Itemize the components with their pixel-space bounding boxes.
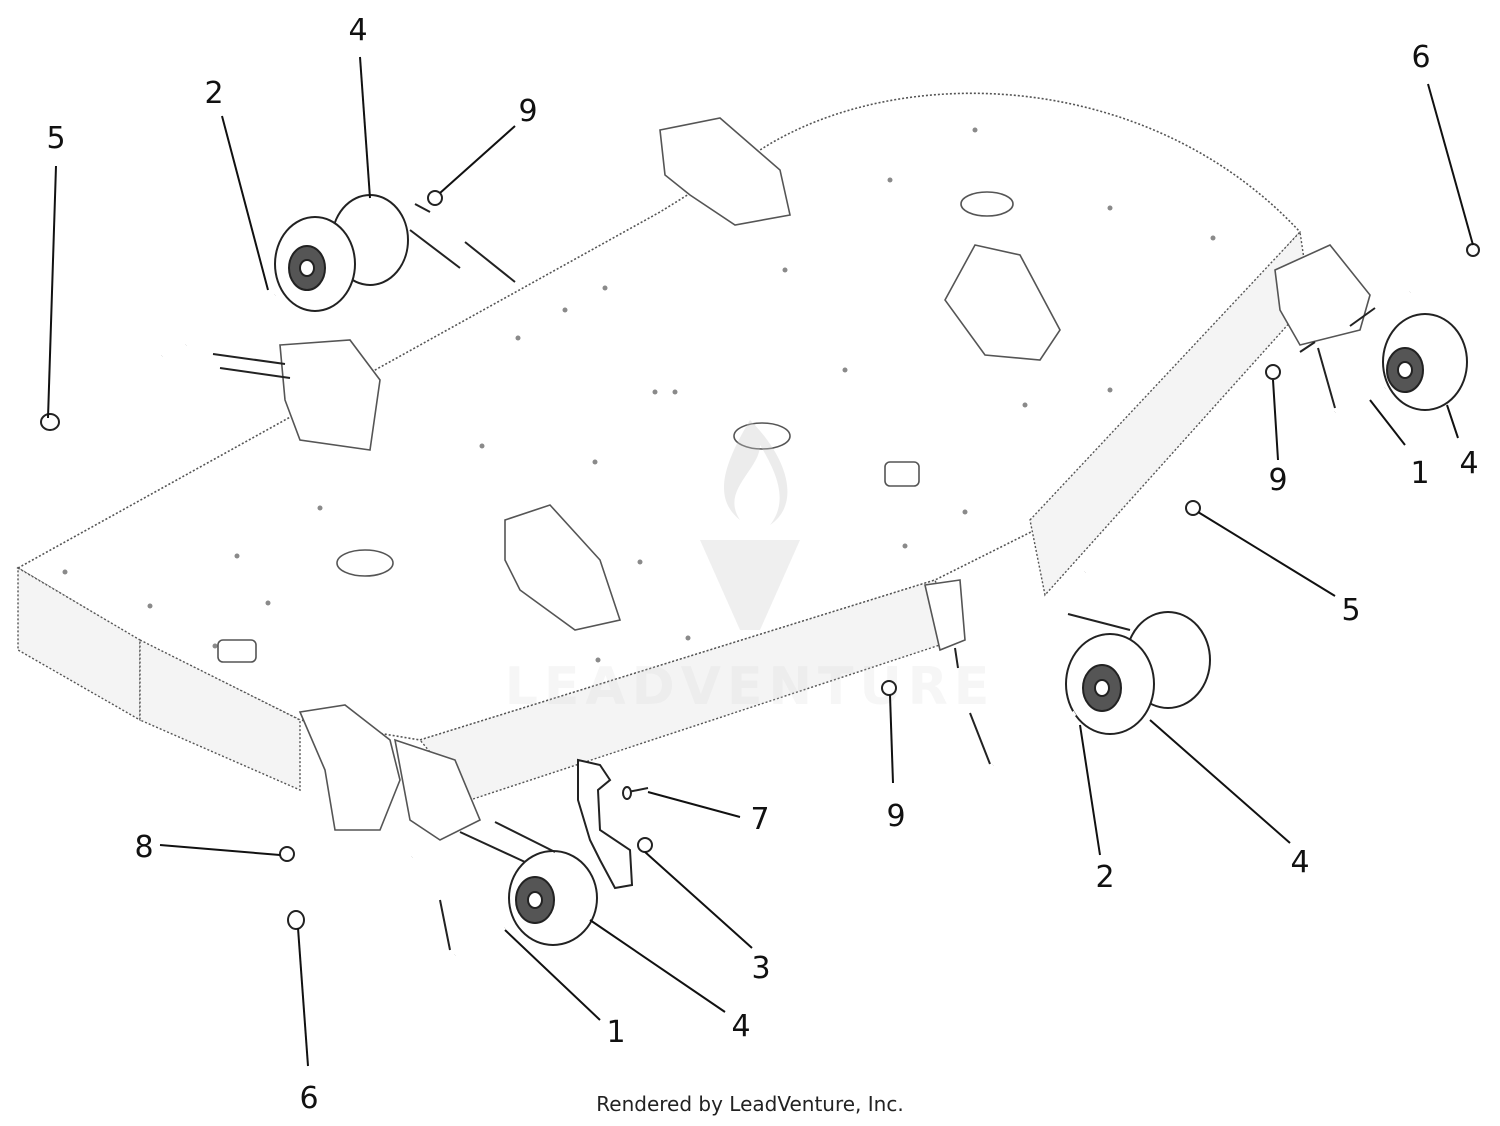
deck-side-channel: [1029, 230, 1311, 597]
axle-bolt-rear-right: [1408, 243, 1480, 295]
axle-bolt-front-left: [287, 854, 414, 930]
caster-wheel-front-left: [508, 850, 598, 946]
callout-2-rear-left: 2: [204, 76, 223, 111]
callout-4-rear-left: 4: [348, 13, 367, 48]
spacer-tube-rear-right: [1333, 385, 1387, 415]
spacer-tube-rear-left: [184, 292, 277, 348]
footer-credit: Rendered by LeadVenture, Inc.: [596, 1092, 904, 1116]
carriage-bolt: [622, 786, 649, 800]
callout-4-front-left: 4: [731, 1009, 750, 1044]
deck-side-skirt: [139, 638, 301, 792]
callout-8: 8: [134, 830, 153, 865]
deck-tab: [217, 639, 257, 663]
callout-9-rear-right: 9: [1268, 463, 1287, 498]
spindle-opening-right: [960, 191, 1014, 217]
rear-left-bracket: [279, 339, 381, 451]
lock-nut-rear-right: [1265, 364, 1281, 380]
spindle-opening-center: [733, 422, 791, 450]
callout-5-rear-left: 5: [46, 121, 65, 156]
spacer-tube-front-right: [991, 710, 1077, 768]
rear-right-bracket: [1274, 244, 1371, 346]
rear-center-bracket: [659, 117, 791, 226]
center-mount-bracket: [504, 504, 622, 631]
watermark-flame-icon: [723, 420, 788, 525]
watermark-text: LEADVENTURE: [505, 657, 996, 717]
callout-6-rear-right: 6: [1411, 40, 1430, 75]
callout-labels: 5 2 4 9 6 9 1 4 5 7 9 8 2 4 3 1 4 6: [46, 13, 1478, 1116]
axle-bolt-front-right: [1083, 500, 1201, 575]
callout-9-rear-left: 9: [518, 94, 537, 129]
callout-6-front-left: 6: [299, 1081, 318, 1116]
callout-4-rear-right: 4: [1459, 446, 1478, 481]
axle-bolt-rear-left: [40, 353, 164, 431]
mower-deck: [16, 92, 1371, 841]
callout-7: 7: [750, 802, 769, 837]
front-left-bracket: [298, 704, 401, 831]
side-mount-bracket: [924, 579, 966, 652]
lock-nut-front-center: [881, 680, 897, 696]
deck-holes: [62, 127, 1216, 663]
lock-nut-bracket: [637, 837, 653, 853]
watermark-v-icon: [700, 540, 800, 630]
assembly-lines: [212, 203, 1376, 951]
watermark: LEADVENTURE: [505, 420, 996, 717]
callout-3: 3: [751, 951, 770, 986]
deck-slot: [884, 461, 920, 487]
spindle-opening-left: [336, 549, 394, 577]
callout-9-front-center: 9: [886, 799, 905, 834]
callout-1-front-left: 1: [606, 1015, 625, 1050]
callout-4-front-right: 4: [1290, 845, 1309, 880]
spacer-tube-front-left: [453, 925, 507, 958]
callout-2-front-right: 2: [1095, 860, 1114, 895]
caster-wheel-rear-left: [274, 194, 409, 312]
spindle-mount-bracket: [944, 244, 1061, 361]
caster-bracket: [577, 758, 634, 890]
lock-nut-front-left: [279, 846, 295, 862]
callout-5-front-right: 5: [1341, 593, 1360, 628]
callout-1-rear-right: 1: [1410, 456, 1429, 491]
lock-nut-rear-left: [427, 190, 443, 206]
caster-wheel-front-right: [1065, 611, 1211, 735]
leader-lines: [47, 56, 1474, 1067]
deck-rear-channel: [418, 579, 956, 801]
caster-wheel-rear-right: [1382, 313, 1468, 411]
front-right-bracket: [393, 738, 482, 841]
